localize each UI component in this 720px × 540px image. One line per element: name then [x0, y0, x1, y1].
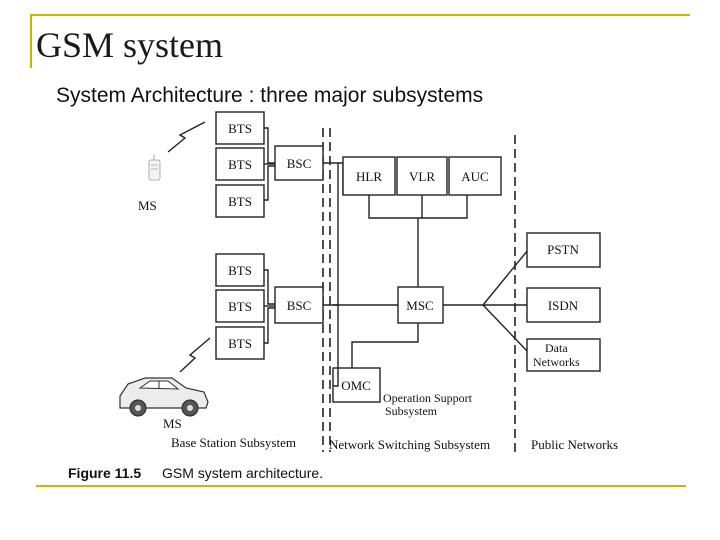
data-networks-box	[526, 338, 601, 372]
bsc-label: BSC	[287, 156, 312, 171]
bts-label: BTS	[228, 194, 252, 209]
data-networks-label-line1: Data	[545, 341, 568, 355]
pstn-box	[526, 232, 601, 268]
radio-link-icon	[167, 121, 206, 153]
bss-label: Base Station Subsystem	[171, 435, 296, 450]
bts-box	[215, 253, 265, 287]
frame-top-line	[30, 14, 690, 16]
bsc-label: BSC	[287, 298, 312, 313]
bts-bsc-link	[264, 127, 275, 164]
bts-label: BTS	[228, 336, 252, 351]
omc-box	[332, 367, 381, 403]
database-bus	[368, 195, 468, 219]
msc-omc-link	[351, 323, 419, 368]
slide-title: GSM system	[36, 25, 224, 65]
auc-box	[448, 156, 502, 196]
nss-label: Network Switching Subsystem	[329, 437, 490, 452]
msc-label: MSC	[406, 298, 433, 313]
frame-bottom-line	[36, 485, 686, 487]
oss-label-line2: Subsystem	[385, 404, 438, 418]
pstn-label: PSTN	[547, 242, 579, 257]
bsc-msc-link	[323, 162, 344, 195]
mobile-phone-icon	[148, 154, 161, 181]
bts-label: BTS	[228, 299, 252, 314]
frame-left-line	[30, 14, 32, 68]
figure-number: Figure 11.5	[68, 465, 141, 481]
bts-label: BTS	[228, 157, 252, 172]
bts-bsc-link	[264, 269, 275, 305]
bts-label: BTS	[228, 263, 252, 278]
vlr-label: VLR	[409, 169, 435, 184]
omc-label: OMC	[341, 378, 371, 393]
figure-caption: GSM system architecture.	[162, 465, 323, 481]
vlr-box	[396, 156, 448, 196]
ms-label-top: MS	[138, 198, 157, 213]
omc-bsc-link	[333, 163, 339, 387]
hlr-label: HLR	[356, 169, 382, 184]
bts-bsc-link	[264, 165, 275, 201]
msc-box	[397, 286, 444, 324]
public-networks-label: Public Networks	[531, 437, 618, 452]
car-icon	[119, 377, 209, 417]
gateway-data-link	[482, 304, 529, 353]
bts-label: BTS	[228, 121, 252, 136]
auc-label: AUC	[461, 169, 488, 184]
radio-link-icon	[179, 337, 211, 373]
ms-label-bottom: MS	[163, 416, 182, 431]
oss-label-line1: Operation Support	[383, 391, 473, 405]
hlr-box	[342, 156, 396, 196]
bts-box	[215, 184, 265, 218]
data-networks-label-line2: Networks	[533, 355, 580, 369]
bts-bsc-link	[264, 307, 275, 344]
isdn-label: ISDN	[548, 298, 579, 313]
bsc-box	[274, 286, 324, 324]
isdn-box	[526, 287, 601, 323]
gateway-pstn-link	[482, 249, 529, 306]
slide-subtitle: System Architecture : three major subsys…	[56, 84, 484, 107]
